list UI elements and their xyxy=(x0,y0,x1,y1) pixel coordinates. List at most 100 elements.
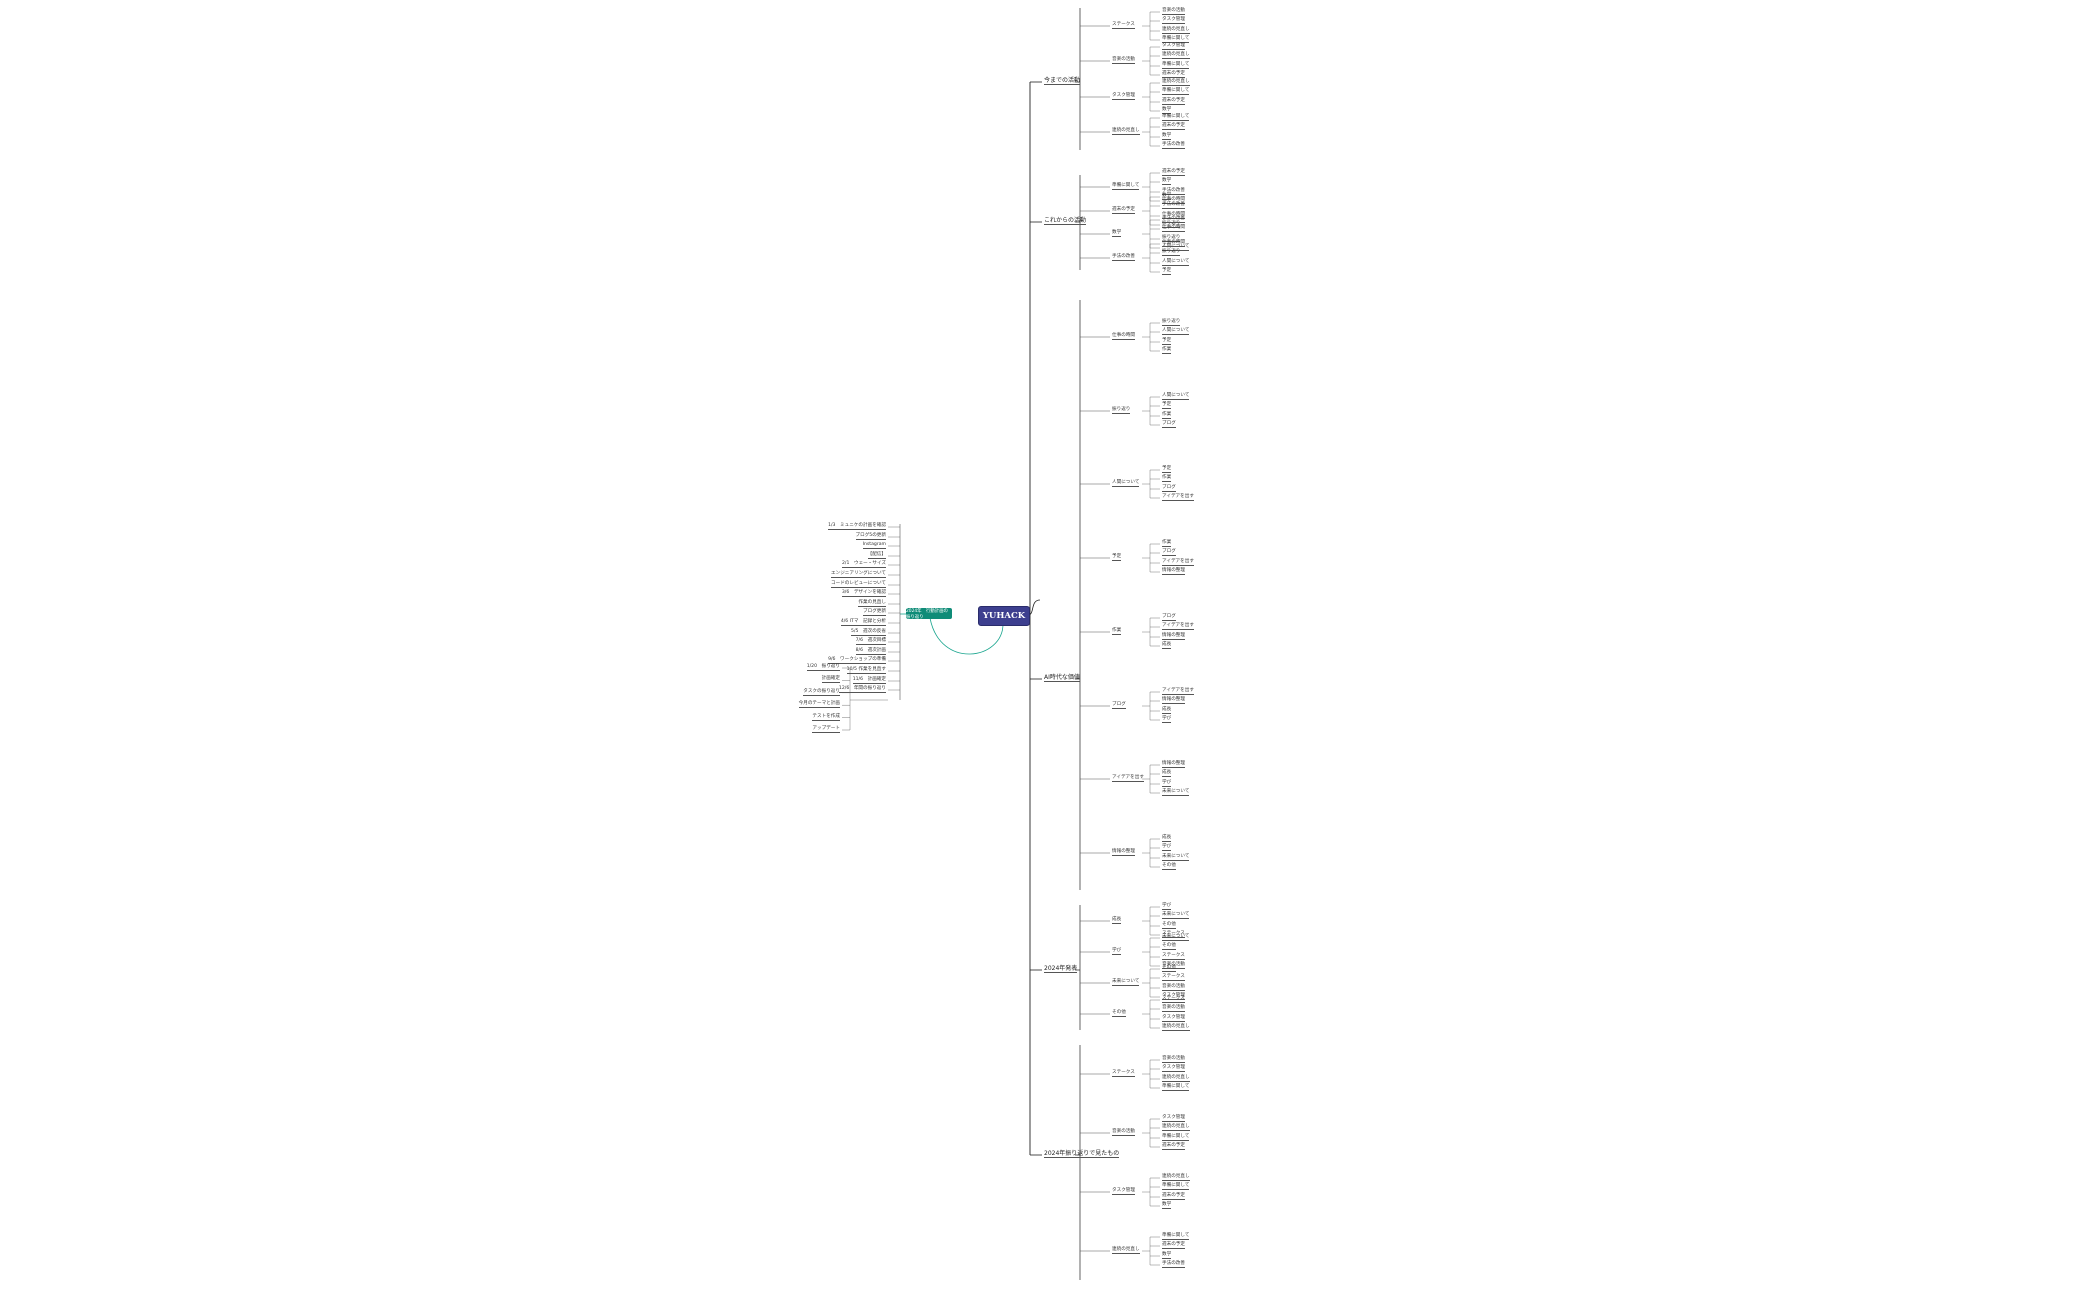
leaf-label[interactable]: 学び xyxy=(1162,844,1172,851)
sub-branch-label[interactable]: 人間について xyxy=(1112,480,1140,487)
sub-branch-label[interactable]: 作業 xyxy=(1112,628,1122,635)
sub-branch-label[interactable]: ステークス xyxy=(1112,1070,1135,1077)
sub-branch-label[interactable]: その他 xyxy=(1112,1010,1126,1017)
leaf-label[interactable]: 学び xyxy=(1162,903,1172,910)
leaf-label[interactable]: 未来について xyxy=(1162,789,1190,796)
sub-branch-label[interactable]: 音楽の活動 xyxy=(1112,1129,1135,1136)
leaf-label[interactable]: 情報の整理 xyxy=(1162,568,1185,575)
leaf-label[interactable]: 振り返り xyxy=(1162,319,1181,326)
leaf-label[interactable]: 人間について xyxy=(1162,259,1190,266)
leaf-label[interactable]: 連続の見直し xyxy=(1162,1124,1190,1131)
sub-branch-label[interactable]: 数学 xyxy=(1112,230,1122,237)
leaf-label[interactable]: ブログ xyxy=(1162,614,1176,621)
leaf-label[interactable]: 予定 xyxy=(1162,402,1172,409)
leaf-label[interactable]: 準備に関して xyxy=(1162,88,1190,95)
leaf-label[interactable]: 準備に関して xyxy=(1162,1134,1190,1141)
leaf-label[interactable]: タスク管理 xyxy=(1162,1115,1185,1122)
leaf-label[interactable]: 週末の予定 xyxy=(1162,169,1185,176)
leaf-label[interactable]: 未来について xyxy=(1162,934,1190,941)
leaf-label[interactable]: ステークス xyxy=(1162,931,1185,938)
sub-branch-label[interactable]: 情報の整理 xyxy=(1112,849,1135,856)
leaf-label[interactable]: 連続の見直し xyxy=(1162,1174,1190,1181)
sub-branch-label[interactable]: 週末の予定 xyxy=(1112,207,1135,214)
sub-branch-label[interactable]: 学び xyxy=(1112,948,1122,955)
left-leaf-label[interactable]: コードのレビューについて xyxy=(831,581,886,588)
leaf-label[interactable]: 週末の予定 xyxy=(1162,1242,1185,1249)
leaf-label[interactable]: 仕事の時間 xyxy=(1162,240,1185,247)
leaf-label[interactable]: ブログ xyxy=(1162,485,1176,492)
leaf-label[interactable]: 人間について xyxy=(1162,328,1190,335)
leaf-label[interactable]: 準備に関して xyxy=(1162,1084,1190,1091)
leaf-label[interactable]: 手法の改善 xyxy=(1162,1261,1185,1268)
leaf-label[interactable]: 成長 xyxy=(1162,835,1172,842)
sub-branch-label[interactable]: 成長 xyxy=(1112,917,1122,924)
left-sub-leaf-label[interactable]: テストを作成 xyxy=(812,713,840,721)
leaf-label[interactable]: アイデアを出す xyxy=(1162,494,1194,501)
leaf-label[interactable]: ステークス xyxy=(1162,996,1185,1003)
leaf-label[interactable]: 週末の予定 xyxy=(1162,71,1185,78)
leaf-label[interactable]: 週末の予定 xyxy=(1162,1193,1185,1200)
leaf-label[interactable]: 音楽の活動 xyxy=(1162,962,1185,969)
left-leaf-label[interactable]: 7/6 週次目標 xyxy=(855,638,886,645)
sub-branch-label[interactable]: 音楽の活動 xyxy=(1112,57,1135,64)
leaf-label[interactable]: ブログ xyxy=(1162,549,1176,556)
leaf-label[interactable]: その他 xyxy=(1162,863,1176,870)
left-leaf-label[interactable]: 12/6 年間の振り返り xyxy=(838,686,886,693)
left-leaf-label[interactable]: 2/1 ウェー・サイズ xyxy=(841,561,886,568)
main-branch-2[interactable]: これからの活動 xyxy=(1044,217,1087,225)
leaf-label[interactable]: 仕事の時間 xyxy=(1162,225,1185,232)
leaf-label[interactable]: 週末の予定 xyxy=(1162,123,1185,130)
leaf-label[interactable]: 音楽の活動 xyxy=(1162,8,1185,15)
left-sub-leaf-label[interactable]: アップデート xyxy=(812,726,840,733)
leaf-label[interactable]: 数学 xyxy=(1162,178,1172,185)
left-leaf-label[interactable]: エンジニアリングについて xyxy=(831,571,886,578)
leaf-label[interactable]: 準備に関して xyxy=(1162,62,1190,69)
leaf-label[interactable]: 振り返り xyxy=(1162,221,1181,228)
leaf-label[interactable]: 手法の改善 xyxy=(1162,216,1185,223)
leaf-label[interactable]: その他 xyxy=(1162,943,1176,950)
sub-branch-label[interactable]: 仕事の時間 xyxy=(1112,333,1135,340)
leaf-label[interactable]: タスク管理 xyxy=(1162,993,1185,1000)
leaf-label[interactable]: 学び xyxy=(1162,716,1172,723)
left-leaf-label[interactable]: 作業の見直し xyxy=(858,600,886,607)
leaf-label[interactable]: 準備に関して xyxy=(1162,114,1190,121)
leaf-label[interactable]: 準備に関して xyxy=(1162,1183,1190,1190)
left-leaf-label[interactable]: 10/5 作業を見直す xyxy=(846,667,886,674)
leaf-label[interactable]: 数学 xyxy=(1162,193,1172,200)
leaf-label[interactable]: 連続の見直し xyxy=(1162,52,1190,59)
leaf-label[interactable]: 音楽の活動 xyxy=(1162,984,1185,991)
left-leaf-label[interactable]: 8/6 週次計画 xyxy=(855,648,886,655)
leaf-label[interactable]: 数学 xyxy=(1162,1252,1172,1259)
leaf-label[interactable]: 準備に関して xyxy=(1162,1233,1190,1240)
leaf-label[interactable]: タスク管理 xyxy=(1162,1065,1185,1072)
left-leaf-label[interactable]: 1/3 ミュニケの計画を確認 xyxy=(828,523,886,530)
leaf-label[interactable]: 準備に関して xyxy=(1162,36,1190,43)
leaf-label[interactable]: 手法の改善 xyxy=(1162,202,1185,209)
leaf-label[interactable]: 連続の見直し xyxy=(1162,27,1190,34)
left-leaf-label[interactable]: 【配信】 xyxy=(867,552,886,559)
leaf-label[interactable]: タスク管理 xyxy=(1162,1015,1185,1022)
leaf-label[interactable]: 未来について xyxy=(1162,912,1190,919)
main-branch-1[interactable]: 今までの活動 xyxy=(1044,77,1081,85)
leaf-label[interactable]: 数学 xyxy=(1162,133,1172,140)
leaf-label[interactable]: 仕事の時間 xyxy=(1162,197,1185,204)
sub-branch-label[interactable]: 予定 xyxy=(1112,554,1122,561)
leaf-label[interactable]: その他 xyxy=(1162,965,1176,972)
leaf-label[interactable]: 振り返り xyxy=(1162,249,1181,256)
leaf-label[interactable]: 予定 xyxy=(1162,466,1172,473)
left-leaf-label[interactable]: 3/6 デザインを確認 xyxy=(841,590,886,597)
sub-branch-label[interactable]: 手法の改善 xyxy=(1112,254,1135,261)
leaf-label[interactable]: 手法の改善 xyxy=(1162,142,1185,149)
leaf-label[interactable]: 作業 xyxy=(1162,412,1172,419)
left-leaf-label[interactable]: 11/6 計画確定 xyxy=(852,677,886,684)
left-sub-leaf-label[interactable]: 計画確定 xyxy=(821,676,840,684)
leaf-label[interactable]: その他 xyxy=(1162,922,1176,929)
main-branch-5[interactable]: 2024年振り返りで見たもの xyxy=(1044,1150,1120,1158)
leaf-label[interactable]: アイデアを出す xyxy=(1162,559,1194,566)
leaf-label[interactable]: 成長 xyxy=(1162,642,1172,649)
left-leaf-label[interactable]: 4/6 ITマ 記録と分析 xyxy=(840,619,886,626)
leaf-label[interactable]: アイデアを出す xyxy=(1162,688,1194,695)
leaf-label[interactable]: 手法の改善 xyxy=(1162,188,1185,195)
leaf-label[interactable]: 成長 xyxy=(1162,707,1172,714)
sub-branch-label[interactable]: 未来について xyxy=(1112,979,1140,986)
